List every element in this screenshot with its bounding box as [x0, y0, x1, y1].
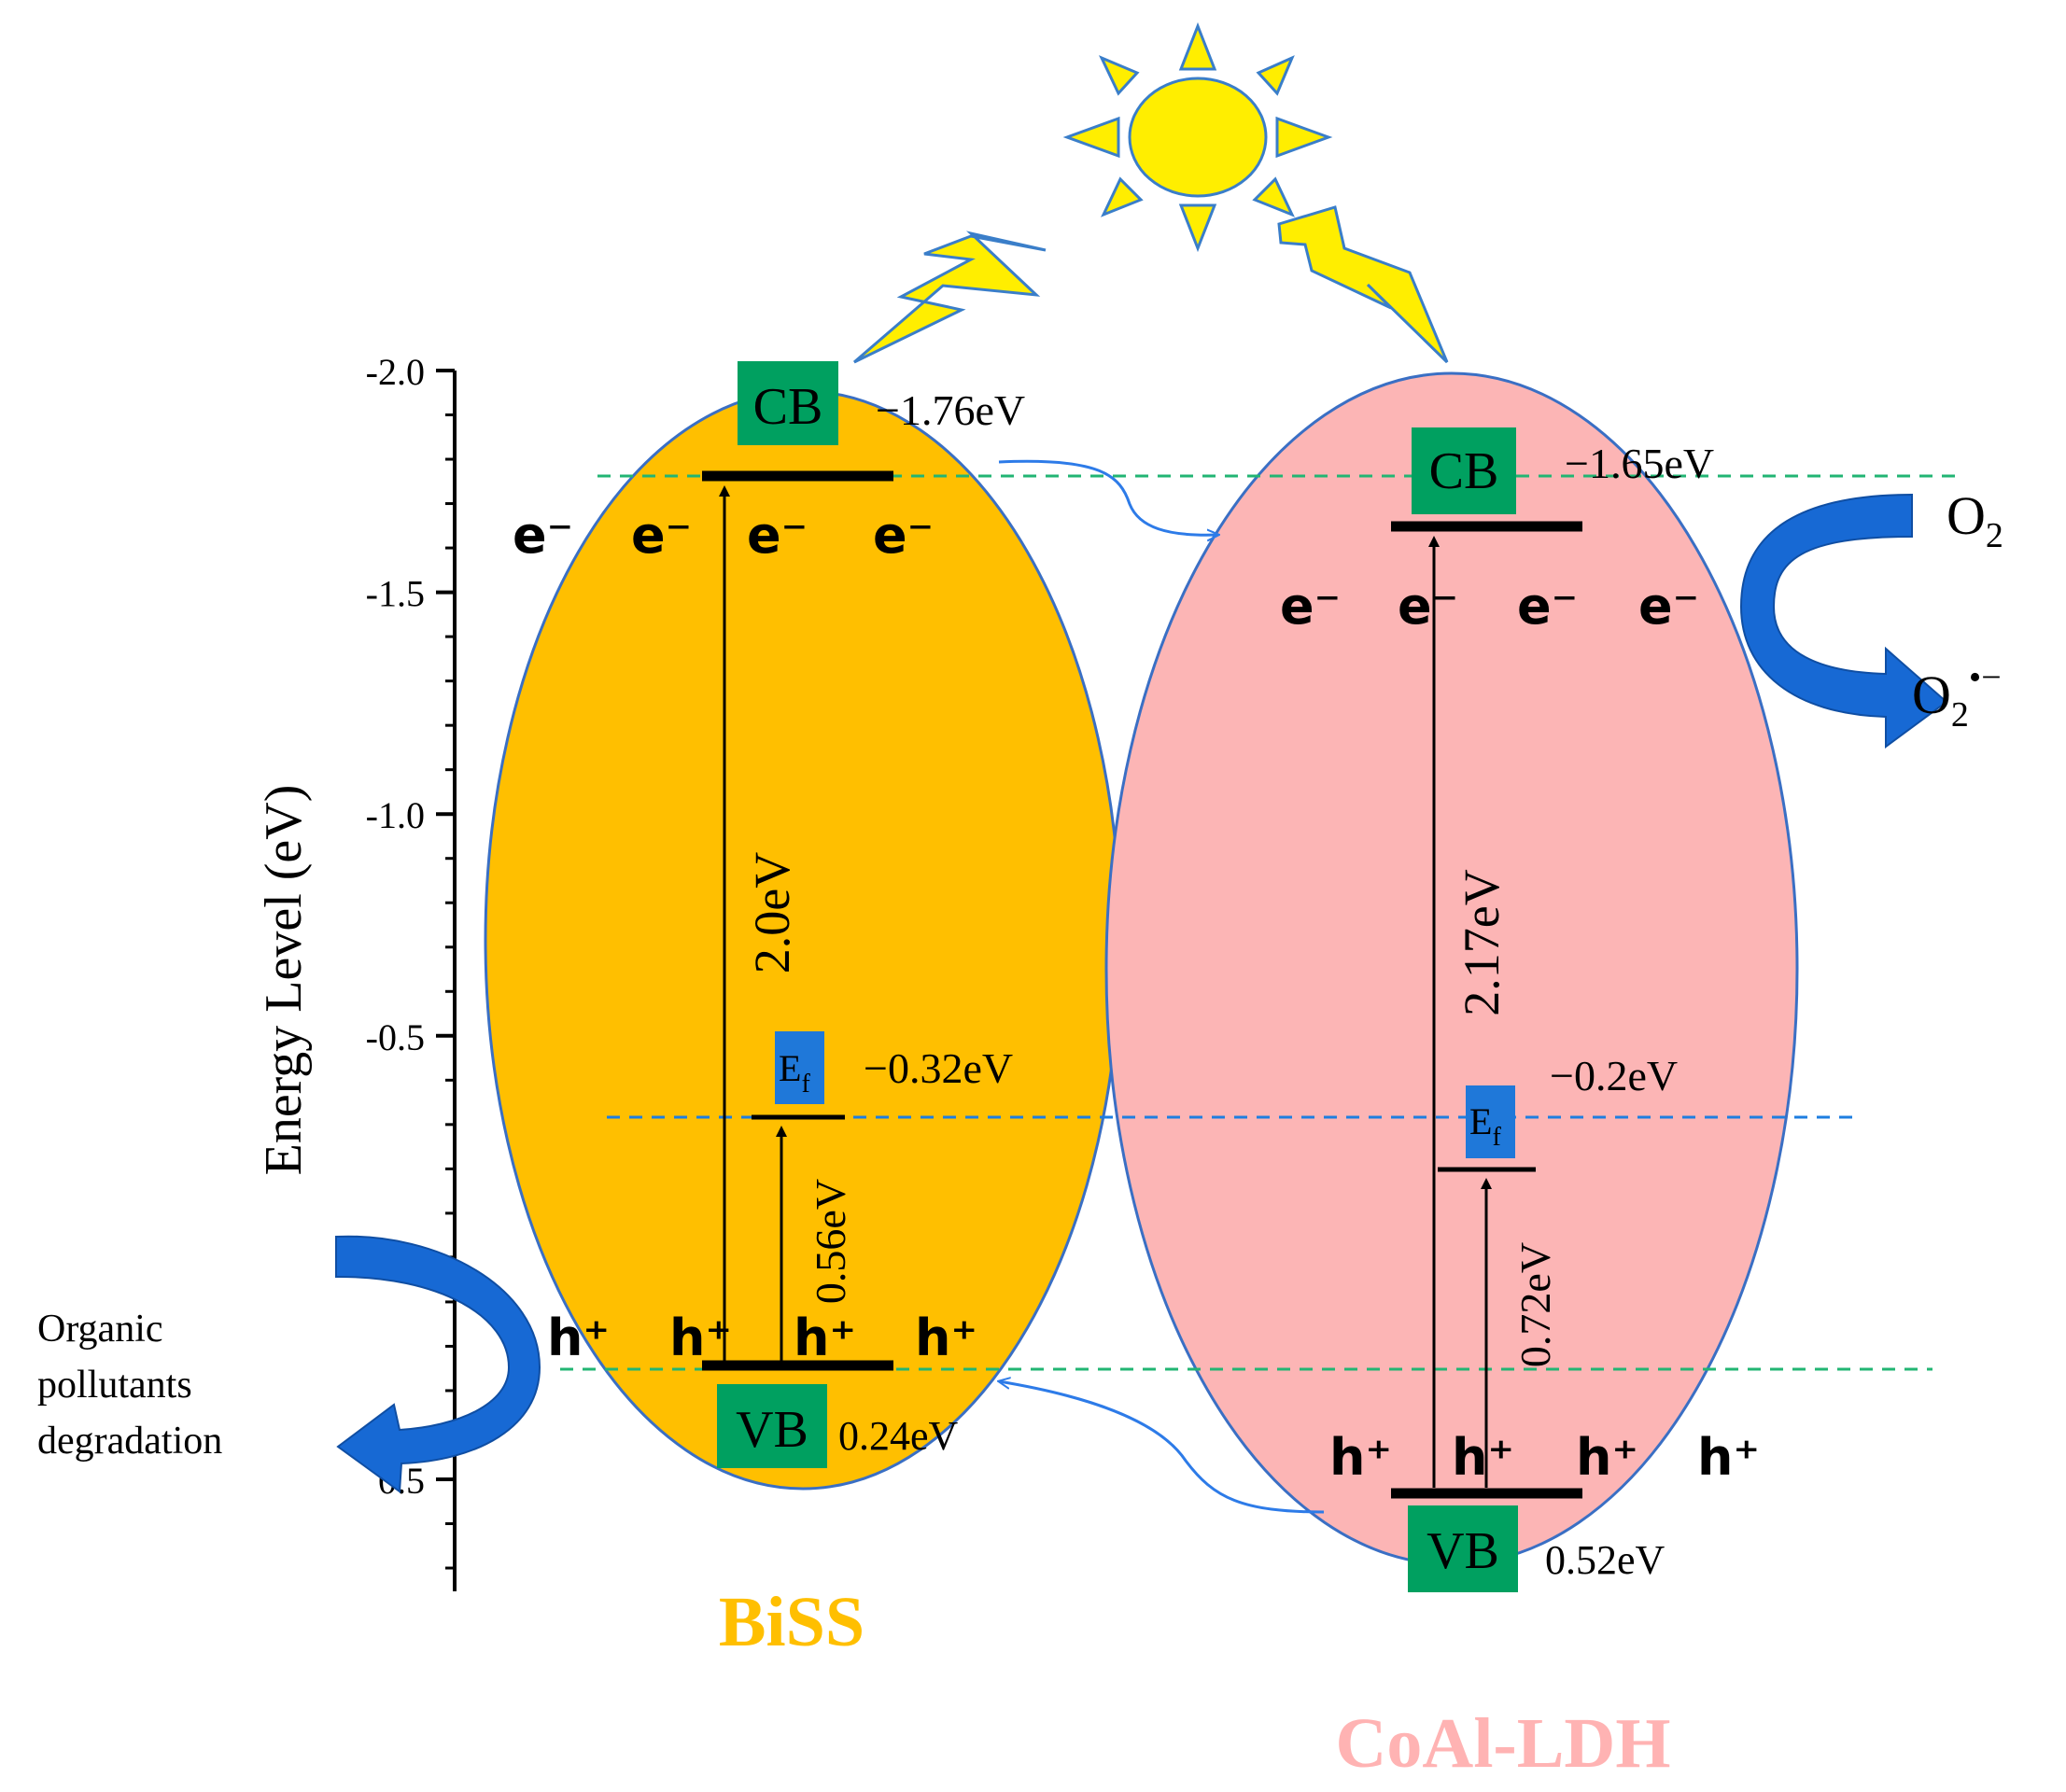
o2-radical-label: O2•− [1912, 658, 2002, 735]
biss-holes: h⁺ h⁺ h⁺ h⁺ [547, 1309, 977, 1367]
biss-electron: e⁻ [513, 506, 573, 565]
coal-ef-symbol: Ef [1469, 1100, 1501, 1152]
biss-title: BiSS [719, 1583, 864, 1661]
axis-label: Energy Level (eV) [255, 785, 313, 1176]
biss-hole: h⁺ [915, 1309, 977, 1367]
degradation-label: Organic pollutants degradation [37, 1308, 222, 1463]
coal-hole: h⁺ [1697, 1428, 1760, 1487]
biss-cb-label: CB [753, 378, 823, 436]
coal-electron: e⁻ [1638, 577, 1699, 636]
coal-electrons: e⁻ e⁻ e⁻ e⁻ [1280, 577, 1699, 636]
coal-electron: e⁻ [1517, 577, 1578, 636]
coal-gap-label: 2.17eV [1454, 869, 1510, 1015]
coal-ef-value: −0.2eV [1550, 1052, 1678, 1099]
biss-gap-label: 2.0eV [744, 852, 800, 973]
biss-vb-box [717, 1384, 827, 1468]
o2-label: O2 [1947, 485, 2003, 555]
electron-transfer-arrow [998, 459, 1218, 535]
coal-hole: h⁺ [1329, 1428, 1392, 1487]
coal-cb-label: CB [1429, 442, 1499, 500]
coal-title: CoAl-LDH [1336, 1704, 1671, 1783]
degradation-line: Organic [37, 1308, 163, 1351]
coal-vb-box [1408, 1505, 1518, 1592]
coal-cb-box [1412, 427, 1516, 514]
biss-ef-gap-label: 0.56eV [807, 1179, 854, 1304]
biss-ef-box [775, 1031, 824, 1104]
biss-hole: h⁺ [547, 1309, 610, 1367]
coal-hole: h⁺ [1452, 1428, 1514, 1487]
sun-icon [1062, 21, 1333, 253]
coal-holes: h⁺ h⁺ h⁺ h⁺ [1329, 1428, 1760, 1487]
hole-transfer-arrow [999, 1381, 1325, 1514]
axis-tick-label: -1.0 [366, 794, 425, 836]
axis-tick-label: -0.5 [366, 1016, 425, 1058]
biss-hole: h⁺ [669, 1309, 732, 1367]
degradation-line: degradation [37, 1420, 222, 1463]
biss-vb-value: 0.24eV [838, 1413, 959, 1459]
biss-electron: e⁻ [873, 506, 934, 565]
energy-axis: -2.0-1.5-1.0-0.50.00.5 [366, 351, 457, 1591]
biss-ef-symbol: Ef [779, 1047, 810, 1099]
coal-hole: h⁺ [1576, 1428, 1638, 1487]
coal-electron: e⁻ [1280, 577, 1341, 636]
biss-ef-value: −0.32eV [864, 1044, 1013, 1092]
biss-cb-box [738, 361, 838, 445]
coal-ef-gap-label: 0.72eV [1511, 1242, 1559, 1367]
biss-vb-label: VB [736, 1401, 808, 1459]
lightning-left-icon [853, 231, 1047, 364]
biss-electrons: e⁻ e⁻ e⁻ e⁻ [513, 506, 934, 565]
coal-ef-box [1466, 1085, 1515, 1158]
coal-vb-value: 0.52eV [1545, 1537, 1665, 1583]
oxygen-reduction-arrow [1739, 493, 1948, 749]
coal-vb-label: VB [1427, 1522, 1499, 1580]
biss-cb-value: −1.76eV [876, 386, 1025, 434]
degradation-arrow [335, 1235, 541, 1493]
biss-electron: e⁻ [631, 506, 692, 565]
coal-ldh-ellipse [1104, 371, 1799, 1566]
coal-cb-value: −1.65eV [1565, 440, 1714, 487]
degradation-line: pollutants [37, 1364, 192, 1407]
biss-electron: e⁻ [747, 506, 808, 565]
lightning-right-icon [1277, 205, 1449, 364]
axis-tick-label: -1.5 [366, 573, 425, 615]
coal-electron: e⁻ [1398, 577, 1458, 636]
biss-hole: h⁺ [794, 1309, 856, 1367]
axis-tick-label: -2.0 [366, 351, 425, 393]
